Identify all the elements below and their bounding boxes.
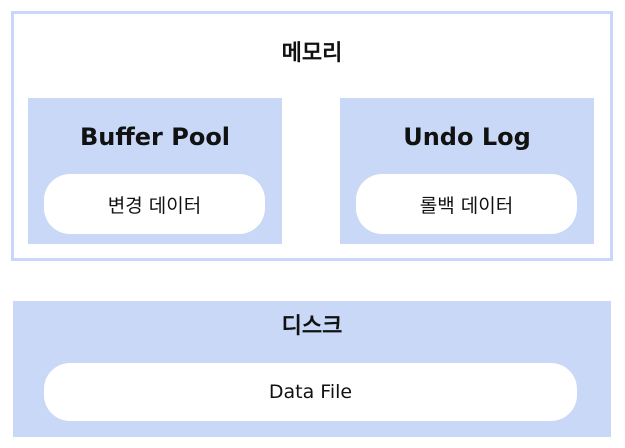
buffer-pool-panel: Buffer Pool 변경 데이터 — [28, 98, 282, 244]
buffer-pool-title: Buffer Pool — [79, 123, 231, 151]
data-file-box: Data File — [44, 363, 577, 421]
memory-title: 메모리 — [281, 41, 343, 66]
undo-log-content: 롤백 데이터 — [356, 174, 577, 234]
undo-log-title: Undo Log — [403, 123, 531, 151]
undo-log-panel: Undo Log 롤백 데이터 — [340, 98, 594, 244]
buffer-pool-content: 변경 데이터 — [44, 174, 265, 234]
disk-title: 디스크 — [281, 314, 343, 339]
memory-container: 메모리 Buffer Pool 변경 데이터 Undo Log 롤백 데이터 — [11, 11, 613, 261]
disk-container: 디스크 Data File — [13, 301, 611, 437]
